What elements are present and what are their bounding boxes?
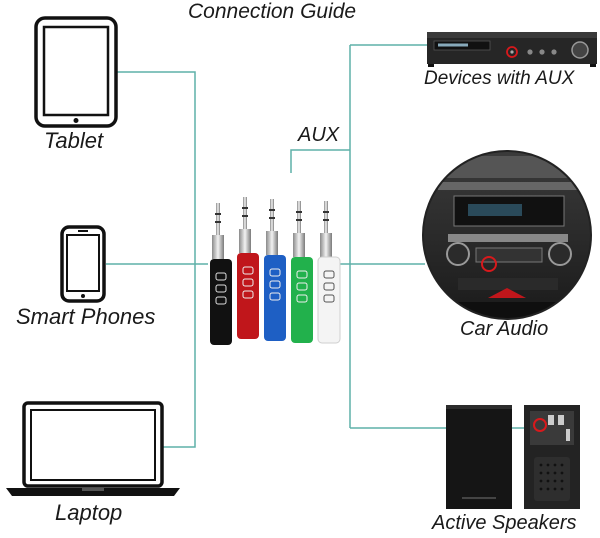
aux-devices-label: Devices with AUX <box>424 68 575 89</box>
tablet-connector <box>116 71 196 448</box>
diagram-title: Connection Guide <box>188 0 357 23</box>
tablet-icon <box>34 16 118 128</box>
stereo-receiver-icon <box>427 32 597 67</box>
adapter-green <box>291 201 313 343</box>
speakers-icon <box>446 405 580 509</box>
laptop-icon <box>6 401 180 496</box>
aux-label: AUX <box>298 124 340 146</box>
adapter-white <box>317 201 341 344</box>
smartphone-icon <box>60 225 106 303</box>
adapter-blue <box>264 199 286 341</box>
car-dashboard-icon <box>422 150 592 320</box>
aux-adapters-group <box>210 197 341 345</box>
smartphone-label: Smart Phones <box>16 304 156 329</box>
tablet-label: Tablet <box>44 128 104 153</box>
adapter-black <box>210 203 232 345</box>
laptop-label: Laptop <box>55 500 123 525</box>
car-audio-label: Car Audio <box>460 318 549 340</box>
adapter-red <box>237 197 259 339</box>
aux-bracket <box>290 149 350 173</box>
speakers-label: Active Speakers <box>432 512 577 534</box>
